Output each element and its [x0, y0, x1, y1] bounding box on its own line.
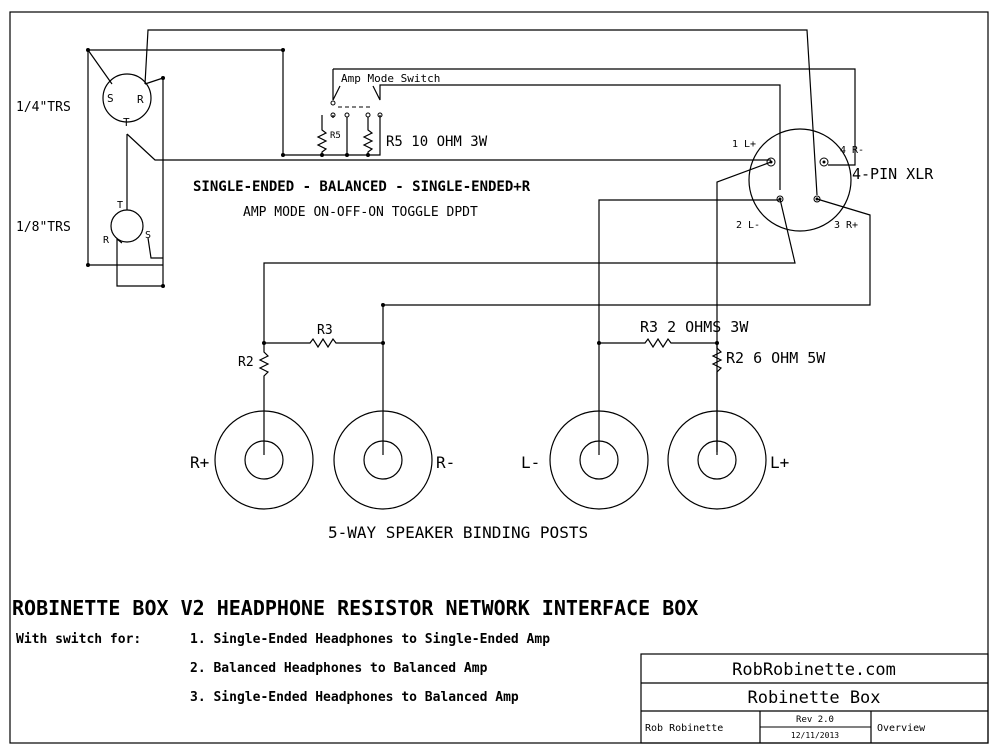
switch-type-description: AMP MODE ON-OFF-ON TOGGLE DPDT — [243, 205, 478, 220]
binding-post-r-minus — [333, 410, 433, 510]
title-block-date: 12/11/2013 — [791, 731, 839, 740]
xlr-pin2-label: 2 L- — [736, 220, 760, 231]
r2-right-label: R2 6 OHM 5W — [726, 349, 826, 367]
r5-value-label: R5 10 OHM 3W — [386, 134, 488, 150]
right-resistor-network — [599, 337, 723, 455]
switch-option: 2. Balanced Headphones to Balanced Amp — [190, 661, 488, 676]
r3-left-label: R3 — [317, 323, 333, 338]
xlr-pin-1 — [766, 157, 776, 167]
eighth-inch-trs-jack — [110, 209, 144, 243]
binding-post-r-plus — [214, 410, 314, 510]
xlr-pin-3 — [813, 195, 821, 203]
title-block-name: Robinette Box — [747, 688, 880, 708]
trs18-ring-label: R — [103, 235, 110, 246]
sheet-border — [9, 11, 989, 744]
title-block-site: RobRobinette.com — [732, 660, 896, 680]
title-block — [640, 653, 989, 744]
post-l-minus-label: L- — [521, 453, 540, 472]
xlr-pin-4 — [819, 157, 829, 167]
title-block-rev: Rev 2.0 — [796, 715, 834, 725]
left-resistor-network — [258, 337, 384, 455]
xlr-pin3-label: 3 R+ — [834, 220, 858, 231]
trs18-tip-label: T — [117, 200, 123, 211]
xlr-pin1-label: 1 L+ — [732, 139, 756, 150]
xlr-pin-2 — [776, 195, 784, 203]
post-r-minus-label: R- — [436, 453, 455, 472]
r5-resistors — [283, 115, 381, 156]
diagram-title: ROBINETTE BOX V2 HEADPHONE RESISTOR NETW… — [12, 596, 698, 620]
amp-mode-switch-label: Amp Mode Switch — [341, 72, 440, 85]
r5-small-label: R5 — [330, 131, 341, 141]
switch-option: 1. Single-Ended Headphones to Single-End… — [190, 632, 550, 647]
switch-option: 3. Single-Ended Headphones to Balanced A… — [190, 690, 519, 705]
trs14-ring-label: R — [137, 93, 144, 106]
switch-intro: With switch for: — [16, 632, 141, 647]
post-r-plus-label: R+ — [190, 453, 209, 472]
amp-mode-switch — [330, 68, 856, 190]
binding-posts-caption: 5-WAY SPEAKER BINDING POSTS — [328, 523, 588, 542]
binding-post-l-minus — [549, 410, 649, 510]
xlr-connector — [748, 128, 852, 232]
trs18-label: 1/8"TRS — [16, 220, 71, 235]
title-block-author: Rob Robinette — [645, 723, 723, 734]
post-l-plus-label: L+ — [770, 453, 789, 472]
r2-left-label: R2 — [238, 355, 254, 370]
trs14-tip-label: T — [123, 116, 130, 129]
r3-right-label: R3 2 OHMS 3W — [640, 318, 749, 336]
trs18-sleeve-label: S — [145, 230, 151, 241]
trs14-sleeve-label: S — [107, 92, 114, 105]
binding-post-l-plus — [667, 410, 767, 510]
title-block-sheet: Overview — [877, 723, 926, 734]
xlr-title: 4-PIN XLR — [852, 165, 934, 183]
trs14-label: 1/4"TRS — [16, 100, 71, 115]
quarter-inch-trs-jack — [102, 73, 152, 123]
xlr-pin4-label: 4 R- — [840, 145, 864, 156]
mode-description: SINGLE-ENDED - BALANCED - SINGLE-ENDED+R — [193, 179, 531, 195]
